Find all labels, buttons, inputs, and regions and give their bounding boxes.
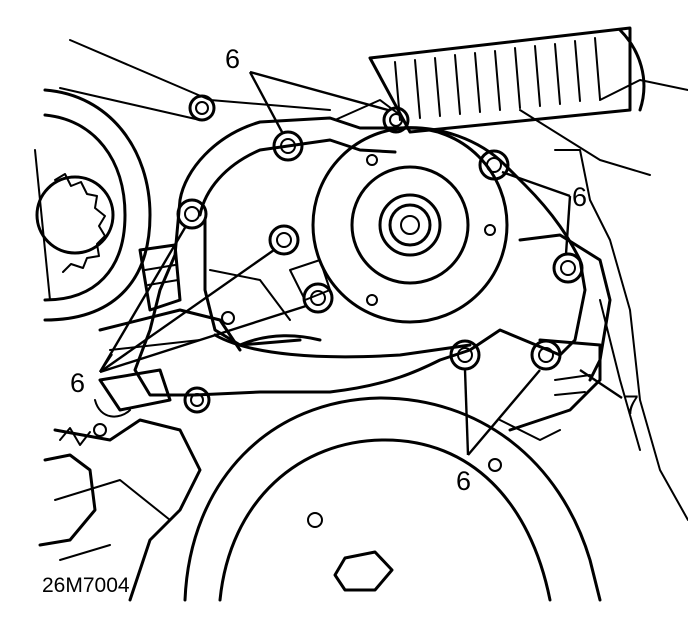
bolt [302, 282, 334, 314]
crankshaft-pulley [183, 396, 602, 602]
bolt [268, 224, 300, 256]
bolt [382, 106, 410, 134]
right-housing [499, 233, 612, 441]
pump-bolts [176, 94, 584, 414]
radiator-hose [368, 26, 646, 134]
water-pump-housing [133, 99, 587, 397]
engine-background [34, 26, 688, 602]
callout-6-top: 6 [225, 44, 240, 74]
figure-id: 26M7004 [42, 574, 130, 597]
callout-6-right: 6 [572, 182, 587, 212]
callout-7-gasket: 7 [624, 390, 639, 420]
callout-6-left: 6 [70, 368, 85, 398]
water-pump-pulley [311, 126, 509, 324]
callout-6-bottom: 6 [456, 466, 471, 496]
bolt [552, 252, 584, 284]
bolt [188, 94, 216, 122]
left-manifold [94, 243, 291, 418]
bolt [478, 149, 510, 181]
bolt [449, 339, 481, 371]
bolt [183, 386, 211, 414]
lower-left-housing [38, 418, 202, 602]
leader-lines [98, 70, 623, 456]
bolt [272, 130, 304, 162]
bolt [530, 339, 562, 371]
bolt [176, 198, 208, 230]
left-pulley [35, 88, 152, 322]
